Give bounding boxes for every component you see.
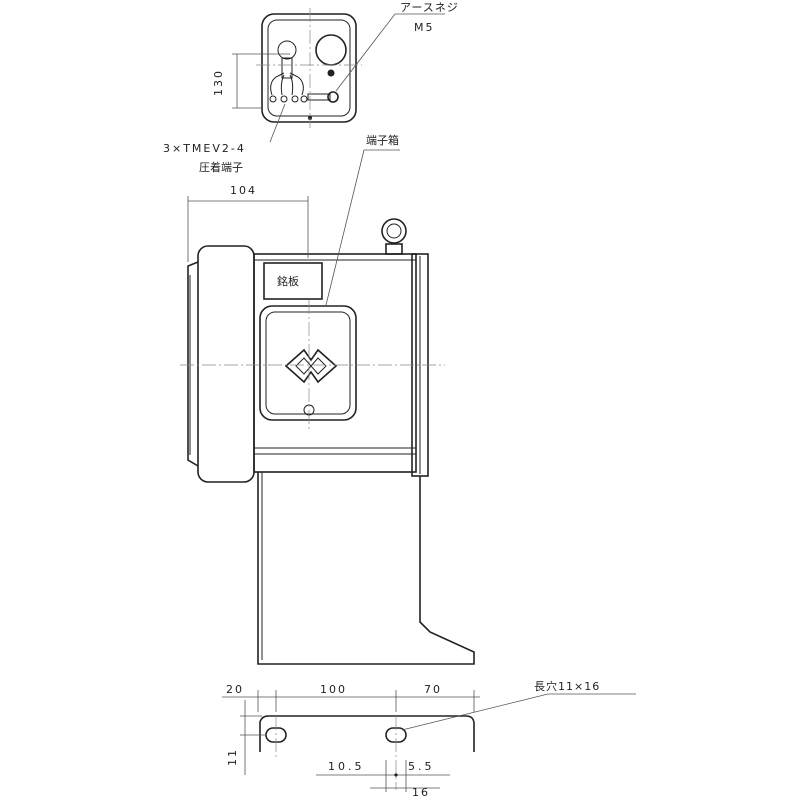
- crimp-terminal-group: [269, 40, 308, 103]
- slot-label: 長穴11×16: [534, 679, 600, 693]
- dim-104: [187, 196, 309, 262]
- dim-5-5-text: 5.5: [408, 760, 435, 773]
- earth-terminal: [327, 91, 339, 103]
- dim-104-text: 104: [230, 184, 257, 197]
- dim-16-text: 16: [412, 786, 430, 799]
- dim-11: [240, 700, 266, 775]
- leader-slot: [401, 693, 549, 731]
- leader-crimp: [269, 103, 286, 143]
- terminal-box: [259, 305, 357, 421]
- base-plate-view: [259, 715, 475, 790]
- earth-screw-size: M5: [414, 21, 435, 34]
- terminal-box-label: 端子箱: [366, 133, 399, 147]
- dim-130: [232, 53, 290, 109]
- brand-logo-icon: [284, 348, 338, 384]
- dim-10-5-text: 10.5: [328, 760, 365, 773]
- dim-130-text: 130: [212, 69, 225, 96]
- dim-70-text: 70: [424, 683, 442, 696]
- dim-11-text: 11: [226, 748, 239, 766]
- nameplate: [263, 262, 323, 300]
- motor-body: [180, 218, 445, 483]
- leader-terminal-box: [325, 149, 365, 306]
- crimp-terminal-label: 圧着端子: [199, 160, 243, 174]
- terminal-box-detail: [256, 8, 362, 128]
- dim-20-text: 20: [226, 683, 244, 696]
- terminal-spec-label: 3×TMEV2-4: [163, 142, 246, 155]
- conduit-hole: [315, 34, 347, 66]
- nameplate-label: 銘板: [277, 274, 299, 288]
- fan-cover: [197, 245, 255, 483]
- dim-slot: [316, 760, 450, 792]
- motor-stand: [257, 472, 475, 665]
- leader-earth-screw: [335, 13, 396, 92]
- dim-base-length: [222, 690, 480, 712]
- dim-100-text: 100: [320, 683, 347, 696]
- stand-outline: [257, 472, 475, 665]
- earth-screw-label: アースネジ: [400, 1, 459, 14]
- eyebolt: [381, 218, 407, 255]
- earth-screw-dot: [327, 69, 335, 77]
- motor-frame: [253, 253, 417, 473]
